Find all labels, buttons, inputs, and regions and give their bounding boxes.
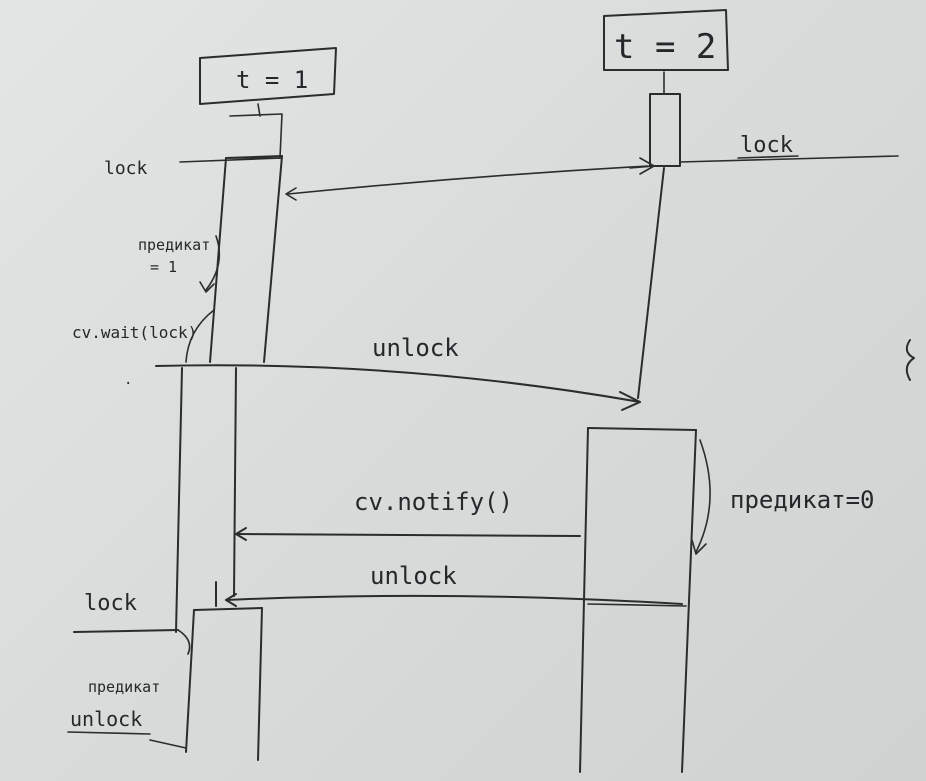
thread-1-waiting-region bbox=[175, 367, 237, 633]
lock-line-t1-2: lock bbox=[73, 591, 191, 655]
predicate-t1-2-label: предикат bbox=[88, 678, 160, 696]
lock-line-t2: lock bbox=[629, 133, 899, 175]
thread-1-header: t = 1 bbox=[199, 47, 337, 117]
predicate-eq-1-note: предикат = 1 bbox=[138, 235, 221, 293]
lock-t1-2-label: lock bbox=[84, 591, 137, 616]
thread-2-header: t = 2 bbox=[603, 9, 729, 95]
lock-t1-label: lock bbox=[104, 158, 148, 179]
unlock-1-label: unlock bbox=[372, 334, 459, 362]
predicate-t2-label: предикат=0 bbox=[730, 486, 875, 514]
contention-arrow bbox=[285, 165, 649, 201]
thread-2-lifeline bbox=[637, 167, 665, 399]
cv-wait-note: cv.wait(lock) bbox=[72, 309, 215, 363]
predicate-eq-1-label-line1: предикат bbox=[138, 236, 210, 254]
cv-notify-label: cv.notify() bbox=[354, 488, 513, 516]
unlock-t1-end-note: unlock bbox=[67, 707, 187, 749]
predicate-t2-note: предикат=0 bbox=[691, 439, 875, 555]
unlock-t1-end-label: unlock bbox=[70, 707, 142, 731]
cv-notify-message: cv.notify() bbox=[235, 488, 581, 541]
side-squiggle bbox=[905, 339, 915, 381]
unlock-message-2: unlock bbox=[225, 562, 683, 607]
thread-2-activation-top bbox=[649, 93, 681, 167]
predicate-eq-1-label-line2: = 1 bbox=[150, 258, 177, 276]
small-dot: . bbox=[124, 372, 132, 388]
unlock-message-1: unlock . bbox=[124, 334, 641, 411]
unlock-2-label: unlock bbox=[370, 562, 457, 590]
thread-1-activation-top bbox=[209, 113, 283, 363]
thread-2-label: t = 2 bbox=[614, 27, 716, 67]
predicate-t1-2-note: предикат bbox=[88, 678, 160, 696]
lock-line-t1: lock bbox=[104, 157, 283, 179]
cv-wait-label: cv.wait(lock) bbox=[72, 323, 197, 342]
thread-1-activation-bottom bbox=[185, 607, 263, 761]
thread-1-label: t = 1 bbox=[236, 66, 308, 94]
lock-t2-label: lock bbox=[740, 133, 793, 158]
